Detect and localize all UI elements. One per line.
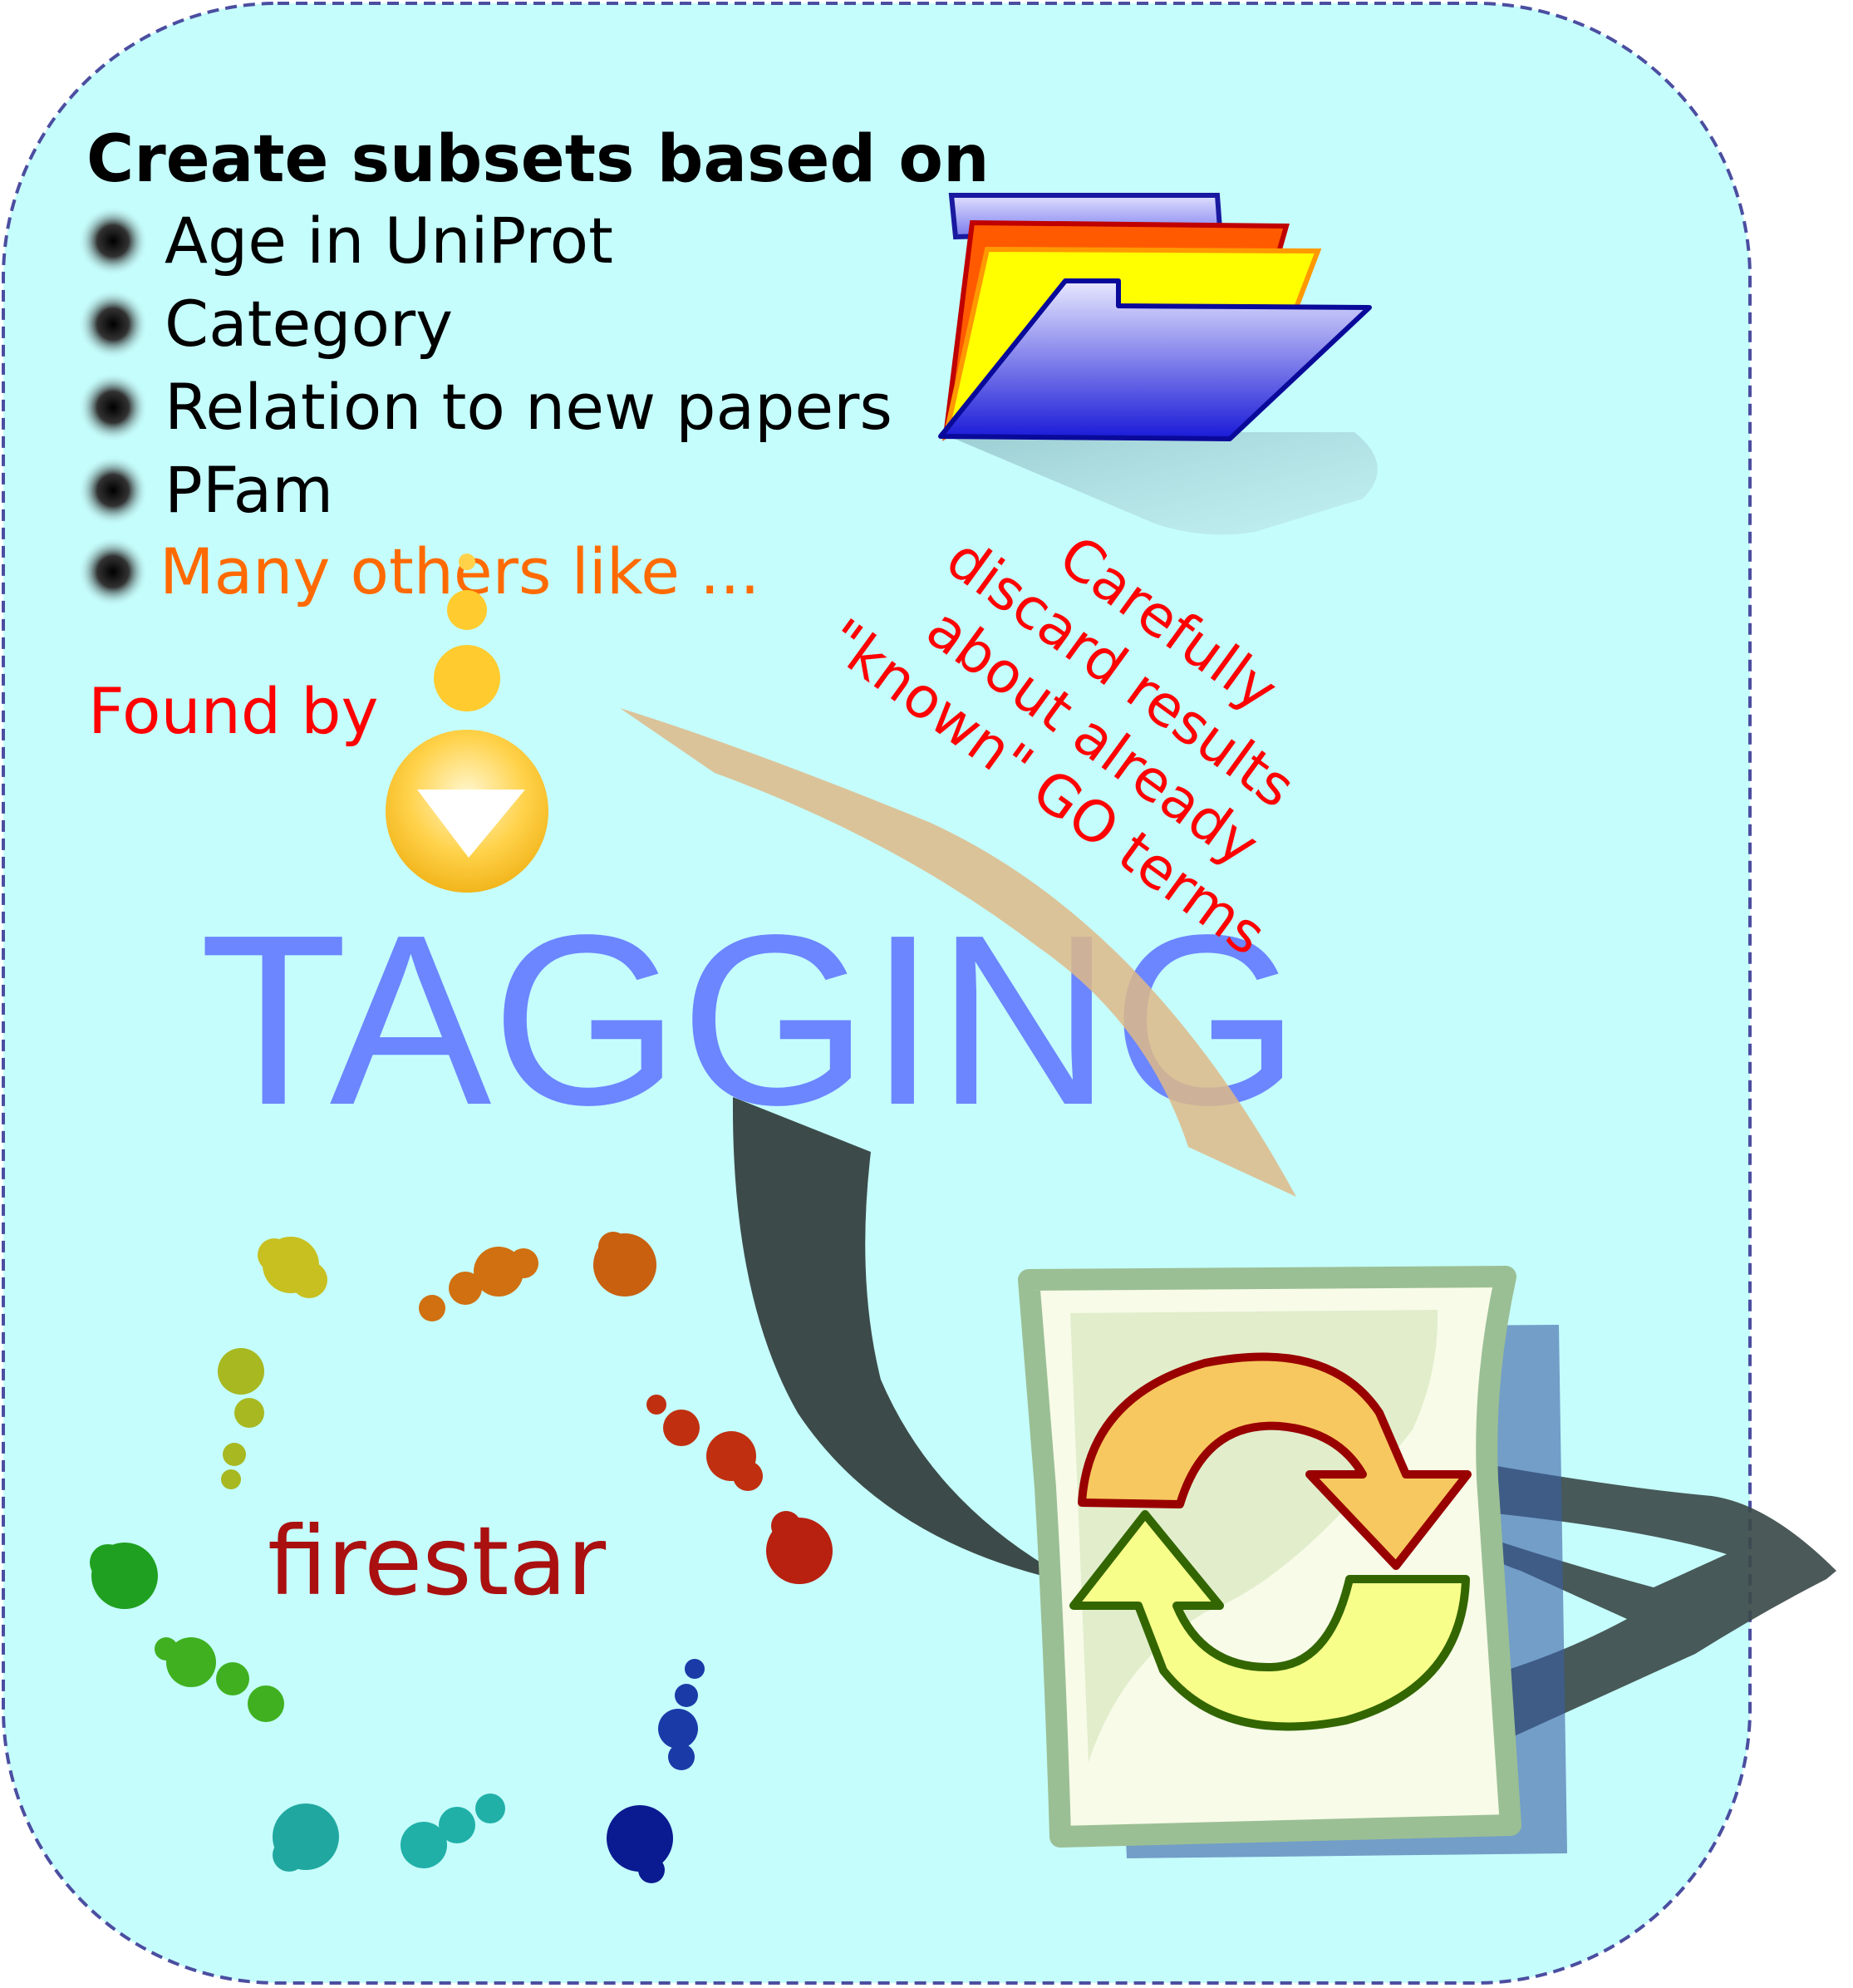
protein-12	[607, 1805, 673, 1883]
bullet-icon	[78, 206, 148, 276]
protein-structure-icon	[90, 1232, 833, 1883]
protein-11	[401, 1794, 505, 1868]
protein-2	[419, 1247, 538, 1321]
protein-6	[766, 1511, 833, 1584]
bullet-icon	[78, 289, 148, 359]
discard-arrow	[620, 708, 1296, 1197]
folder-icon	[938, 193, 1378, 535]
criterion-category: Category	[165, 287, 453, 361]
criterion-pfam: PFam	[165, 453, 333, 527]
bullet-icon	[78, 537, 148, 607]
found-by-label: Found by	[88, 674, 378, 748]
protein-1	[258, 1237, 327, 1298]
refresh-document-icon	[1018, 1266, 1567, 1858]
funnel-icon	[386, 554, 548, 893]
tool-label: firestar	[268, 1506, 606, 1616]
criterion-age: Age in UniProt	[165, 204, 613, 278]
protein-5	[646, 1395, 763, 1491]
criterion-papers: Relation to new papers	[165, 370, 892, 444]
heading: Create subsets based on	[86, 122, 989, 197]
protein-8	[155, 1637, 284, 1722]
loop-arrow	[1487, 1464, 1836, 1737]
protein-4	[218, 1348, 264, 1489]
protein-7	[90, 1543, 158, 1609]
bullet-icon	[78, 455, 148, 525]
protein-10	[273, 1803, 339, 1872]
bullet-icon	[78, 372, 148, 442]
protein-3	[593, 1232, 656, 1297]
flow-arrow	[732, 1097, 1055, 1579]
protein-9	[658, 1659, 705, 1770]
